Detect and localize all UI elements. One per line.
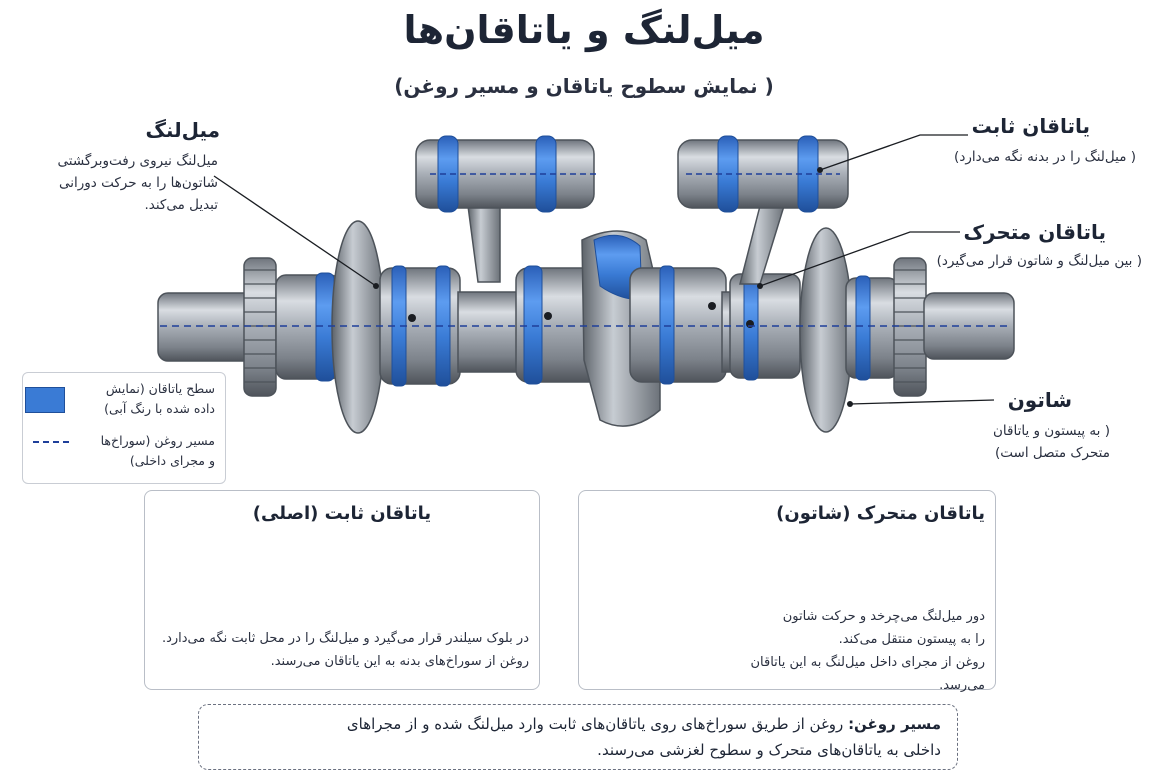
connecting-rod-desc-line: متحرک متصل است) xyxy=(995,445,1110,461)
card-line: روغن از سوراخ‌های بدنه به این یاتاقان می… xyxy=(270,654,529,669)
main-bearing-card-text: در بلوک سیلندر قرار می‌گیرد و میل‌لنگ را… xyxy=(155,627,529,673)
card-line: دور میل‌لنگ می‌چرخد و حرکت شاتون xyxy=(782,609,985,624)
connecting-rod-label-text: ( به پیستون و یاتاقان متحرک متصل است) xyxy=(920,420,1110,464)
bearing-band xyxy=(659,265,675,385)
page-title: میل‌لنگ و یاتاقان‌ها xyxy=(403,8,765,52)
legend-bearing-text: سطح یاتاقان (نمایش داده شده با رنگ آبی) xyxy=(65,379,215,419)
note-line2: داخلی به یاتاقان‌های متحرک و سطوح لغزشی … xyxy=(597,741,941,759)
legend-line: و مجرای داخلی) xyxy=(129,453,215,468)
rod-bearing-label-title: یاتاقان متحرک xyxy=(963,220,1106,244)
legend-line: داده شده با رنگ آبی) xyxy=(104,401,215,416)
counterweight-right xyxy=(799,227,853,433)
leader-rod-bearing xyxy=(759,231,960,287)
rod-bearing-card: یاتاقان متحرک (شاتون) دور میل‌لنگ می‌چرخ… xyxy=(578,490,996,693)
legend: سطح یاتاقان (نمایش داده شده با رنگ آبی) … xyxy=(22,372,226,484)
oil-path-note: مسیر روغن: روغن از طریق سوراخ‌های روی یا… xyxy=(198,704,958,770)
rod-bearing-card-text: دور میل‌لنگ می‌چرخد و حرکت شاتون را به پ… xyxy=(729,605,985,697)
crankshaft-label-text: میل‌لنگ نیروی رفت‌وبرگشتی شاتون‌ها را به… xyxy=(18,150,219,216)
bearing-band xyxy=(523,265,543,385)
bearing-band xyxy=(855,275,871,381)
card-line: در بلوک سیلندر قرار می‌گیرد و میل‌لنگ را… xyxy=(161,631,529,646)
legend-oil-path-swatch xyxy=(33,441,69,443)
leader-connecting-rod xyxy=(849,399,995,405)
legend-line: مسیر روغن (سوراخ‌ها xyxy=(100,433,215,448)
crankshaft-desc-line: تبدیل می‌کند. xyxy=(144,197,218,213)
legend-oil-text: مسیر روغن (سوراخ‌ها و مجرای داخلی) xyxy=(65,431,215,471)
rod-bearing-label-desc: ( بین میل‌لنگ و شاتون قرار می‌گیرد) xyxy=(936,253,1142,269)
oil-path-note-text: مسیر روغن: روغن از طریق سوراخ‌های روی یا… xyxy=(213,711,941,763)
card-line: روغن از مجرای داخل میل‌لنگ به این یاتاقا… xyxy=(750,655,985,693)
rod-bearing-card-title: یاتاقان متحرک (شاتون) xyxy=(776,503,985,524)
note-line: مسیر روغن: روغن از طریق سوراخ‌های روی یا… xyxy=(213,711,941,737)
main-bearing-card-title: یاتاقان ثابت (اصلی) xyxy=(252,503,432,524)
connecting-rod-right xyxy=(677,135,849,285)
leader-crankshaft xyxy=(213,175,377,287)
note-label: مسیر روغن: xyxy=(848,715,941,733)
page-subtitle: ( نمایش سطوح یاتاقان و مسیر روغن) xyxy=(394,74,774,98)
legend-line: سطح یاتاقان (نمایش xyxy=(105,381,215,396)
counterweight-left xyxy=(331,220,385,434)
connecting-rod-desc-line: ( به پیستون و یاتاقان xyxy=(992,423,1110,439)
connecting-rod-left xyxy=(415,135,600,283)
crankshaft-desc-line: میل‌لنگ نیروی رفت‌وبرگشتی xyxy=(57,153,219,169)
crankshaft-desc-line: شاتون‌ها را به حرکت دورانی xyxy=(58,175,218,191)
legend-bearing-swatch xyxy=(25,387,65,413)
timing-gear-right xyxy=(893,257,927,397)
connecting-rod-label-title: شاتون xyxy=(1007,388,1072,412)
card-line: را به پیستون منتقل می‌کند. xyxy=(838,632,985,647)
crankshaft-label-title: میل‌لنگ xyxy=(145,118,220,142)
main-bearing-label-desc: ( میل‌لنگ را در بدنه نگه می‌دارد) xyxy=(954,149,1136,165)
timing-gear-left xyxy=(243,257,277,397)
note-line1: روغن از طریق سوراخ‌های روی یاتاقان‌های ث… xyxy=(346,715,844,733)
leader-main-bearing xyxy=(819,134,968,171)
main-bearing-label-title: یاتاقان ثابت xyxy=(971,114,1090,138)
main-bearing-card: یاتاقان ثابت (اصلی) در بلوک سیلندر قرار … xyxy=(144,490,540,690)
